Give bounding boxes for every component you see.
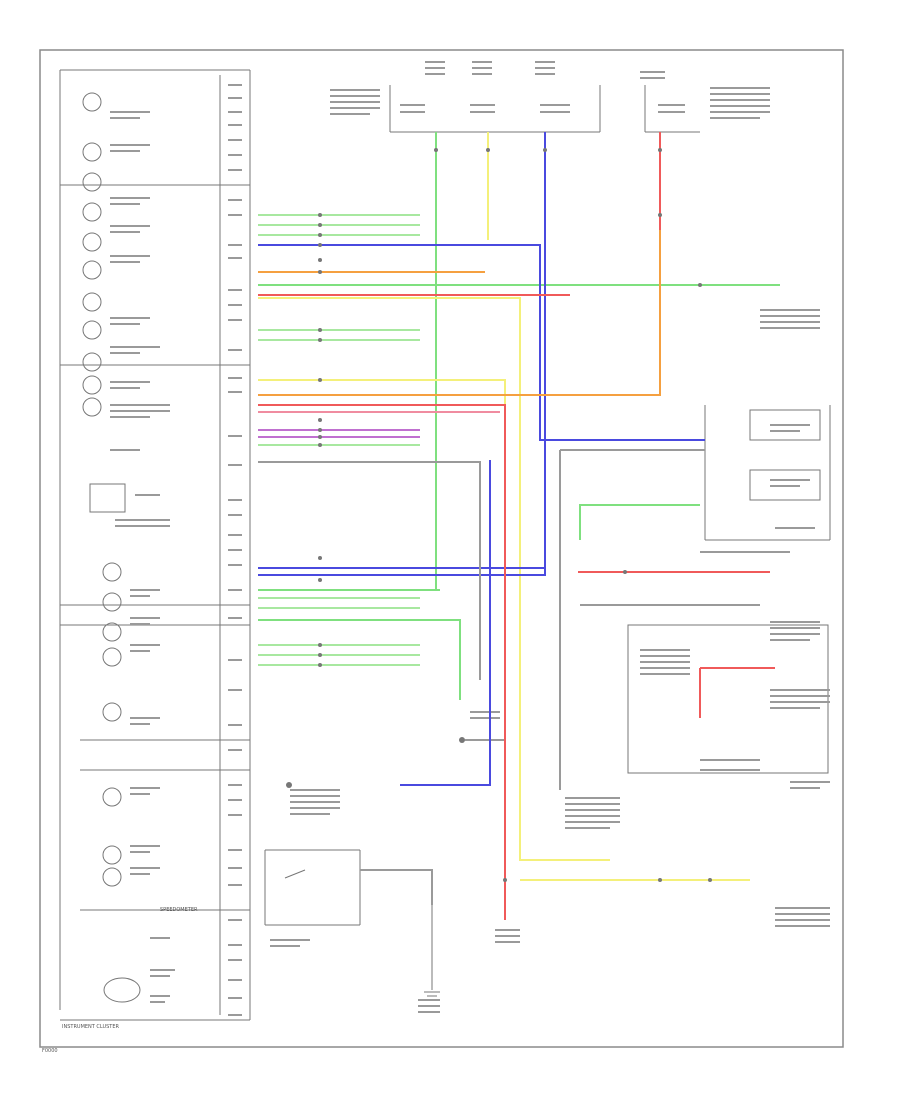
indicator-bulb <box>82 202 102 222</box>
indicator-bulb <box>102 562 122 582</box>
diagram-frame <box>39 49 844 1048</box>
fuel-sender-box <box>627 405 831 774</box>
indicator-bulb <box>82 260 102 280</box>
instrument-cluster-panel <box>59 69 251 1021</box>
switch-box <box>264 849 440 997</box>
indicator-bulb <box>82 232 102 252</box>
indicator-bulb <box>102 592 122 612</box>
connector-dots <box>286 148 712 882</box>
cluster-label-blocks <box>110 111 175 1003</box>
indicator-bulb <box>82 352 102 372</box>
wire-green-main <box>258 132 780 700</box>
wire-gray-main <box>258 449 760 905</box>
footer-caption: INSTRUMENT CLUSTER <box>62 1024 119 1030</box>
indicator-bulb <box>82 397 102 417</box>
cluster-pin-labels <box>228 84 242 1016</box>
indicator-bulb <box>102 787 122 807</box>
speedometer-gauge <box>103 977 141 1003</box>
indicator-bulb <box>102 867 122 887</box>
indicator-bulb <box>82 172 102 192</box>
right-side-labels <box>270 309 830 1013</box>
indicator-bulb <box>82 375 102 395</box>
indicator-bulb <box>82 320 102 340</box>
cluster-label: SPEEDOMETER <box>160 907 198 913</box>
wire-violet-main <box>258 429 420 438</box>
indicator-bulb <box>102 845 122 865</box>
indicator-bulb <box>82 292 102 312</box>
wire-orange-main <box>258 150 661 396</box>
indicator-bulb <box>102 647 122 667</box>
indicator-bulb <box>82 92 102 112</box>
wire-lightgreen-main <box>258 214 420 666</box>
cluster-indicator-bulbs <box>82 92 141 1003</box>
fuse-box <box>389 85 700 133</box>
relay-box <box>89 483 126 513</box>
indicator-bulb <box>102 702 122 722</box>
page-code: F0000 <box>42 1048 58 1054</box>
fuse-box-labels <box>330 61 770 119</box>
indicator-bulb <box>102 622 122 642</box>
indicator-bulb <box>82 142 102 162</box>
wire-blue-main <box>258 132 705 786</box>
